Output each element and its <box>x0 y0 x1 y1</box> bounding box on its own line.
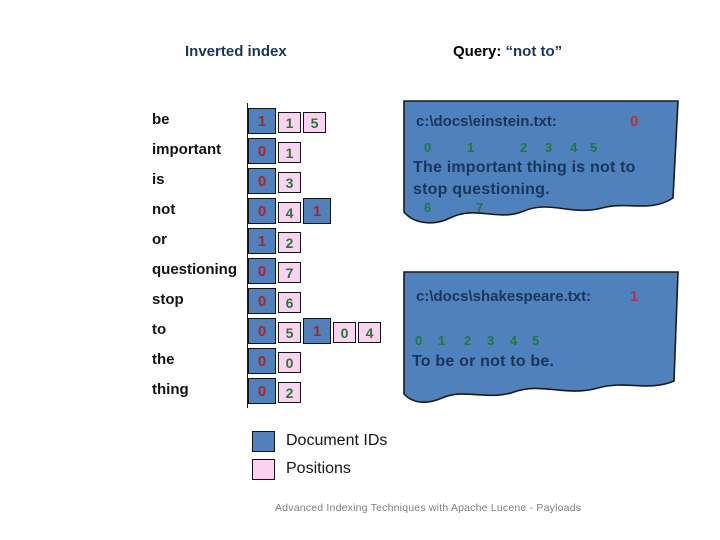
document-id-cell: 0 <box>248 168 276 194</box>
term-label: to <box>152 321 167 338</box>
legend-label: Document IDs <box>286 432 388 449</box>
position-cell: 3 <box>278 172 301 193</box>
position-cell: 5 <box>278 322 301 343</box>
document-id-cell: 1 <box>248 228 276 254</box>
position-cell: 5 <box>303 112 326 133</box>
position-number: 5 <box>590 140 598 155</box>
position-number: 0 <box>424 140 432 155</box>
document-text-line: The important thing is not to <box>413 159 636 176</box>
legend-row: Document IDs <box>252 429 387 453</box>
position-number: 1 <box>438 333 446 348</box>
term-label: not <box>152 201 176 218</box>
position-number: 5 <box>532 333 540 348</box>
term-label: is <box>152 171 165 188</box>
term-label: be <box>152 111 170 128</box>
term-label: thing <box>152 381 189 398</box>
term-label: the <box>152 351 175 368</box>
position-number: 4 <box>510 333 518 348</box>
position-cell: 0 <box>333 322 356 343</box>
position-cell: 4 <box>358 322 381 343</box>
legend-label: Positions <box>286 460 351 477</box>
position-number: 3 <box>487 333 495 348</box>
legend-row: Positions <box>252 457 351 481</box>
document-id-badge: 0 <box>630 113 639 130</box>
document-id-cell: 0 <box>248 318 276 344</box>
document-id-cell: 0 <box>248 348 276 374</box>
position-number: 6 <box>424 200 432 215</box>
footer-text: Advanced Indexing Techniques with Apache… <box>275 502 582 514</box>
document-id-cell: 0 <box>248 288 276 314</box>
query-label: Query: <box>453 43 506 60</box>
document-id-cell: 1 <box>248 108 276 134</box>
position-number: 3 <box>545 140 553 155</box>
query-value: “not to” <box>505 43 563 60</box>
document-id-cell: 0 <box>248 138 276 164</box>
query-title: Query: “not to” <box>453 43 562 60</box>
position-cell: 2 <box>278 382 301 403</box>
position-cell: 7 <box>278 262 301 283</box>
positions-swatch <box>252 458 275 480</box>
position-cell: 6 <box>278 292 301 313</box>
torn-paper-shape <box>403 271 679 403</box>
position-cell: 1 <box>278 112 301 133</box>
document-id-badge: 1 <box>630 288 639 305</box>
inverted-index-title: Inverted index <box>185 43 287 60</box>
document-ids-swatch <box>252 430 275 452</box>
document-path: c:\docs\einstein.txt: <box>416 113 557 130</box>
position-cell: 2 <box>278 232 301 253</box>
term-label: questioning <box>152 261 237 278</box>
position-number: 2 <box>464 333 472 348</box>
document-id-cell: 0 <box>248 258 276 284</box>
term-label: stop <box>152 291 184 308</box>
position-number: 7 <box>476 200 484 215</box>
document-id-cell: 1 <box>303 318 331 344</box>
position-number: 2 <box>520 140 528 155</box>
position-cell: 4 <box>278 202 301 223</box>
torn-paper-shape <box>403 100 679 224</box>
term-label: or <box>152 231 167 248</box>
position-number: 1 <box>467 140 475 155</box>
document-text-line: To be or not to be. <box>412 353 555 370</box>
position-number: 4 <box>570 140 578 155</box>
position-cell: 0 <box>278 352 301 373</box>
document-text-line: stop questioning. <box>413 181 550 198</box>
document-path: c:\docs\shakespeare.txt: <box>416 288 592 305</box>
document-id-cell: 1 <box>303 198 331 224</box>
document-id-cell: 0 <box>248 378 276 404</box>
position-number: 0 <box>415 333 423 348</box>
term-label: important <box>152 141 222 158</box>
position-cell: 1 <box>278 142 301 163</box>
index-divider-line <box>247 103 248 408</box>
document-id-cell: 0 <box>248 198 276 224</box>
